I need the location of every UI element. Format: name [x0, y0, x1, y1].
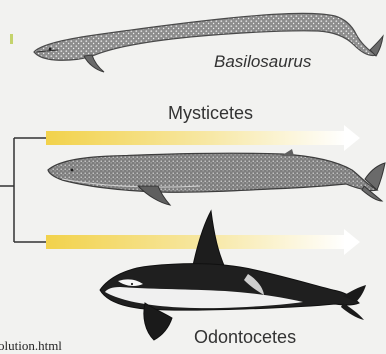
orca-illustration: [100, 211, 366, 340]
basilosaurus-label: Basilosaurus: [214, 52, 311, 72]
basilosaurus-illustration: [34, 13, 383, 72]
accent-mark: [10, 34, 13, 44]
source-url-fragment: olution.html: [0, 338, 62, 354]
phylogeny-lines: [0, 138, 46, 242]
baleen-whale-illustration: [48, 149, 385, 205]
odontocetes-label: Odontocetes: [194, 327, 296, 348]
mysticetes-label: Mysticetes: [168, 103, 253, 124]
mysticete-arrow: [46, 125, 360, 151]
